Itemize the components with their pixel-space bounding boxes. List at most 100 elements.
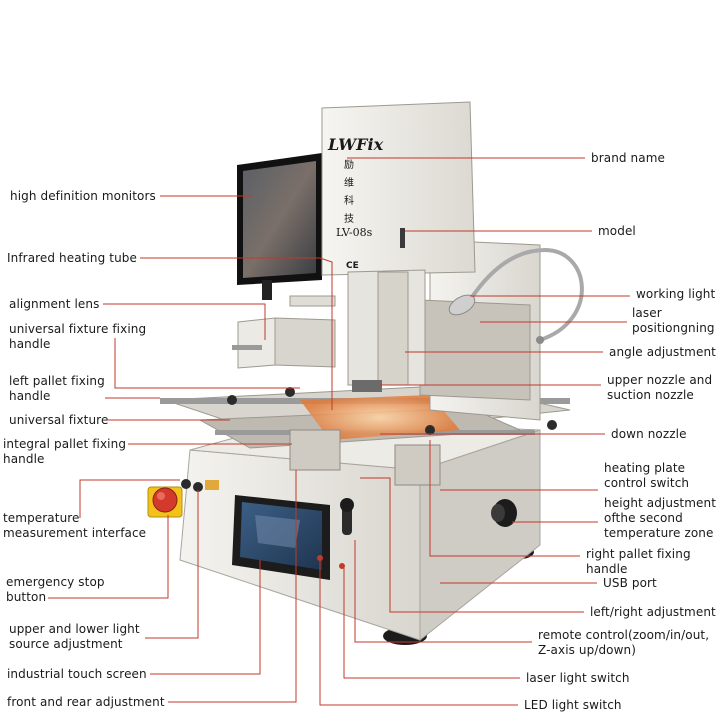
label-laser-light-switch: laser light switch [526,671,630,686]
label-line: industrial touch screen [7,667,147,681]
label-line: source adjustment [9,637,123,651]
front-knobs [181,479,354,569]
height-adjust-knob [491,499,517,527]
label-line: handle [586,562,628,576]
label-line: working light [636,287,716,301]
label-line: LED light switch [524,698,622,712]
brand-chinese-1: 励 [344,158,354,171]
label-line: upper and lower light [9,622,140,636]
brand-logo: LWFix [327,135,384,154]
label-line: control switch [604,476,690,490]
leader-infrared-heating-tube [140,257,333,410]
main-column [321,101,476,392]
pallet-platform [160,384,571,486]
label-line: laser [632,306,662,320]
leader-lines [48,157,630,706]
label-line: Z-axis up/down) [538,643,637,657]
leader-left-right-adjustment [360,477,584,613]
label-line: heating plate [604,461,686,475]
leader-universal-fixture-fixing-handle [114,338,300,389]
label-line: ofthe second [604,511,683,525]
working-light [448,247,584,344]
label-brand-name: brand name [591,151,665,166]
label-line: Infrared heating tube [7,251,137,265]
label-line: handle [9,389,51,403]
left-side-housing [232,317,336,369]
leader-emergency-stop-button [48,515,169,599]
brand-chinese-2: 维 [344,176,354,189]
label-line: handle [3,452,45,466]
label-universal-fixture: universal fixture [9,413,108,428]
label-line: temperature zone [604,526,714,540]
label-line: suction nozzle [607,388,694,402]
label-left-right-adjustment: left/right adjustment [590,605,716,620]
label-line: angle adjustment [609,345,716,359]
label-line: alignment lens [9,297,100,311]
monitor [237,153,336,307]
label-down-nozzle: down nozzle [611,427,687,442]
label-line: right pallet fixing [586,547,691,561]
leader-front-and-rear-adjustment [168,470,297,703]
label-line: integral pallet fixing [3,437,127,451]
leader-remote-control [354,540,532,643]
label-line: model [598,224,636,238]
label-working-light: working light [636,287,715,302]
label-line: height adjustment [604,496,717,510]
leader-alignment-lens [103,303,266,340]
label-alignment-lens: alignment lens [9,297,99,312]
label-line: remote control(zoom/in/out, [538,628,710,642]
label-model: model [598,224,636,239]
label-line: measurement interface [3,526,147,540]
label-line: left pallet fixing [9,374,105,388]
label-line: positiongning [632,321,715,335]
emergency-stop [147,486,183,518]
label-line: left/right adjustment [590,605,716,619]
leader-laser-light-switch [343,568,520,679]
label-infrared-heating-tube: Infrared heating tube [7,251,137,266]
leader-right-pallet-fixing-handle [429,440,580,557]
label-high-definition-monitors: high definition monitors [10,189,156,204]
label-industrial-touch-screen: industrial touch screen [7,667,147,682]
label-line: high definition monitors [10,189,156,203]
label-led-light-switch: LED light switch [524,698,622,713]
leader-temperature-measurement-interface [79,479,180,518]
label-line: down nozzle [611,427,687,441]
label-line: front and rear adjustment [7,695,165,709]
label-front-and-rear-adjustment: front and rear adjustment [7,695,165,710]
label-line: universal fixture fixing [9,322,147,336]
label-line: USB port [603,576,657,590]
leader-industrial-touch-screen [150,560,261,675]
label-line: handle [9,337,51,351]
label-usb-port: USB port [603,576,657,591]
label-line: universal fixture [9,413,109,427]
ce-mark: CE [346,261,359,271]
leader-light-source-adjustment [145,490,199,639]
model-text: LV-08s [336,226,373,239]
touch-screen [232,495,330,580]
label-angle-adjustment: angle adjustment [609,345,716,360]
rear-frame [399,239,541,421]
label-line: upper nozzle and [607,373,713,387]
label-line: emergency stop [6,575,105,589]
label-remote-control: remote control(zoom/in/out,Z-axis up/dow… [538,628,709,658]
label-line: temperature [3,511,80,525]
brand-chinese-3: 科 [344,194,354,207]
brand-chinese-4: 技 [344,212,354,225]
label-line: brand name [591,151,665,165]
label-line: laser light switch [526,671,630,685]
label-line: button [6,590,47,604]
leader-led-light-switch [319,560,518,706]
